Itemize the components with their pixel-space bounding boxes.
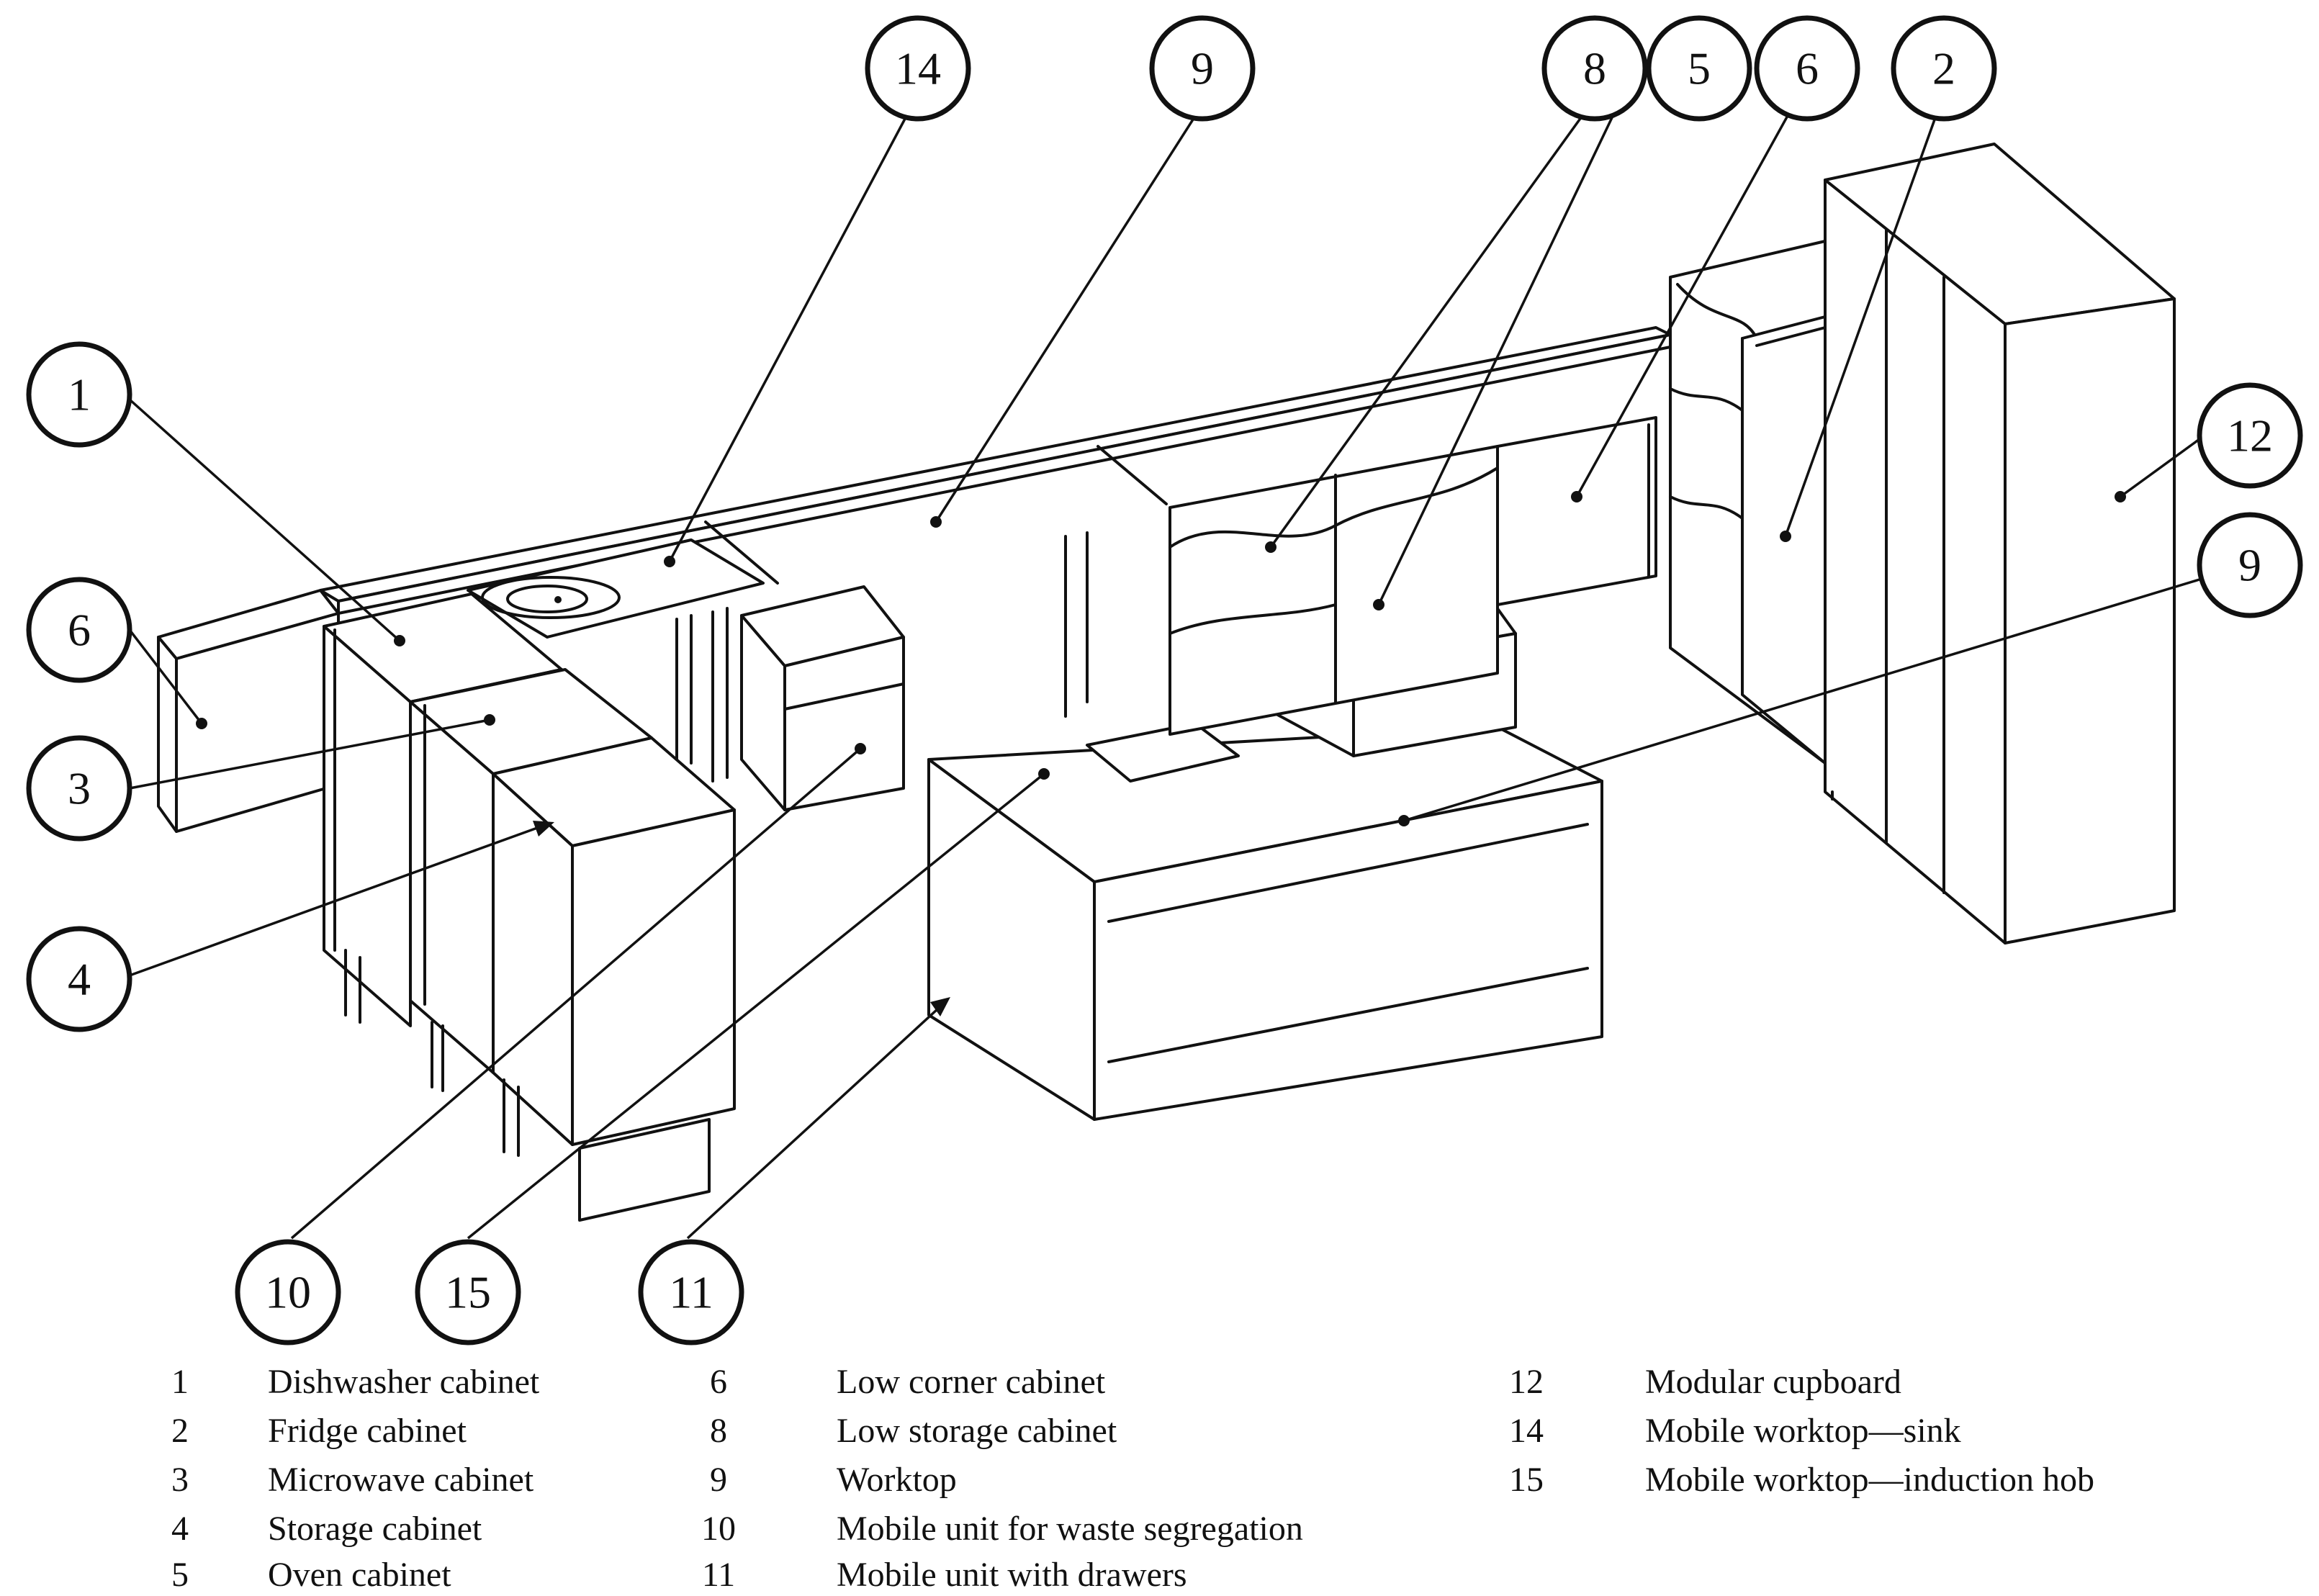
legend-num: 11 [702, 1556, 735, 1594]
svg-text:11: 11 [669, 1267, 713, 1318]
callout-8: 8 [1541, 15, 1648, 122]
legend-label: Mobile worktop—induction hob [1645, 1461, 2094, 1499]
legend-num: 1 [171, 1363, 189, 1401]
callout-4: 4 [26, 926, 132, 1032]
legend-label: Dishwasher cabinet [268, 1363, 540, 1401]
right-low-corner-cabinet [1496, 416, 1657, 606]
svg-text:4: 4 [68, 954, 91, 1005]
legend-num: 8 [710, 1412, 727, 1450]
callout-2: 2 [1891, 15, 1997, 122]
legend-num: 14 [1509, 1412, 1544, 1450]
legend-num: 5 [171, 1556, 189, 1594]
legend-label: Mobile unit for waste segregation [837, 1510, 1303, 1548]
sink-worktop [467, 538, 765, 783]
svg-text:12: 12 [2227, 410, 2273, 461]
mobile-unit-with-drawers [927, 722, 1603, 1121]
svg-text:6: 6 [1796, 43, 1819, 94]
callout-9-top: 9 [1149, 15, 1256, 122]
legend-label: Mobile worktop—sink [1645, 1412, 1961, 1450]
svg-text:8: 8 [1583, 43, 1606, 94]
legend-label: Microwave cabinet [268, 1461, 534, 1499]
svg-text:14: 14 [895, 43, 941, 94]
modular-cupboard [1824, 143, 2176, 944]
svg-text:6: 6 [68, 605, 91, 656]
legend-num: 3 [171, 1461, 189, 1499]
legend-label: Oven cabinet [268, 1556, 451, 1594]
svg-text:9: 9 [2238, 540, 2261, 591]
svg-text:1: 1 [68, 369, 91, 420]
callout-10: 10 [235, 1239, 341, 1345]
left-low-corner-cabinet [157, 589, 340, 833]
svg-text:5: 5 [1688, 43, 1711, 94]
storage-cabinet [492, 736, 736, 1222]
legend-num: 9 [710, 1461, 727, 1499]
leader-lines [128, 92, 2201, 1240]
legend: 1 Dishwasher cabinet 2 Fridge cabinet 3 … [171, 1363, 2094, 1594]
legend-num: 15 [1509, 1461, 1544, 1499]
callout-6-top: 6 [1754, 15, 1860, 122]
legend-label: Mobile unit with drawers [837, 1556, 1187, 1594]
svg-text:10: 10 [265, 1267, 311, 1318]
legend-num: 12 [1509, 1363, 1544, 1401]
callout-9-right: 9 [2197, 512, 2303, 618]
dishwasher-cabinet [323, 592, 563, 1027]
legend-label: Modular cupboard [1645, 1363, 1901, 1401]
legend-label: Low corner cabinet [837, 1363, 1106, 1401]
legend-label: Low storage cabinet [837, 1412, 1117, 1450]
callout-15: 15 [415, 1239, 521, 1345]
callout-1: 1 [26, 341, 132, 448]
microwave-cabinet [409, 668, 653, 1092]
svg-text:9: 9 [1191, 43, 1214, 94]
fridge-cabinet [1669, 240, 1827, 765]
low-storage-cabinet [1168, 445, 1499, 736]
waste-segregation-unit [740, 585, 905, 811]
legend-num: 4 [171, 1510, 189, 1548]
callout-6-left: 6 [26, 577, 132, 683]
svg-text:15: 15 [445, 1267, 491, 1318]
callout-12: 12 [2197, 382, 2303, 489]
legend-num: 10 [701, 1510, 736, 1548]
callout-5: 5 [1646, 15, 1752, 122]
legend-num: 6 [710, 1363, 727, 1401]
svg-text:2: 2 [1932, 43, 1955, 94]
legend-label: Fridge cabinet [268, 1412, 467, 1450]
callout-11: 11 [638, 1239, 744, 1345]
legend-num: 2 [171, 1412, 189, 1450]
svg-text:3: 3 [68, 763, 91, 814]
callout-14: 14 [865, 15, 971, 122]
callout-3: 3 [26, 735, 132, 842]
legend-label: Worktop [837, 1461, 957, 1499]
legend-label: Storage cabinet [268, 1510, 482, 1548]
